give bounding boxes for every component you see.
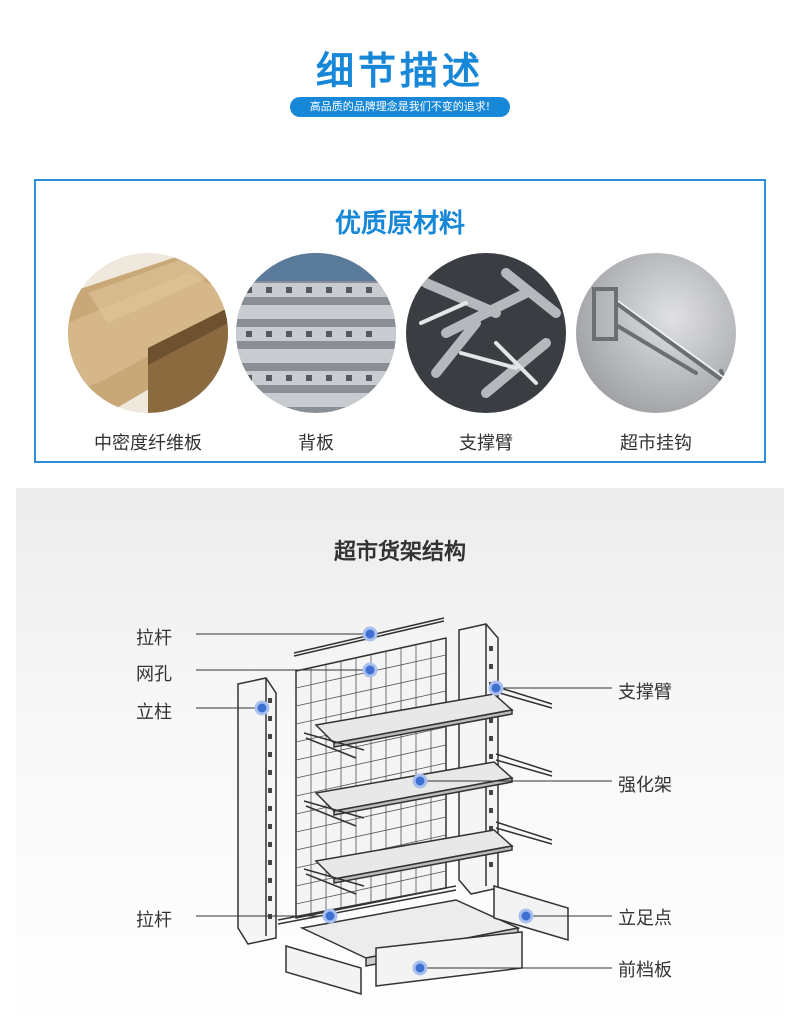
material-item-back-panel: 背板 (236, 253, 396, 455)
marker-front-board (412, 960, 428, 976)
support-arm-icon (406, 253, 566, 413)
tagline-badge: 高品质的品牌理念是我们不变的追求! (290, 97, 510, 117)
material-item-support-arm: 支撑臂 (406, 253, 566, 455)
hook-icon (576, 253, 736, 413)
label-mesh: 网孔 (136, 664, 172, 685)
material-item-mdf: 中密度纤维板 (68, 253, 228, 455)
markers (254, 626, 534, 976)
leader-lines (196, 633, 612, 969)
mdf-board-icon (68, 253, 228, 413)
marker-bottom-rod (322, 908, 338, 924)
structure-title: 超市货架结构 (333, 540, 466, 565)
marker-mesh (362, 662, 378, 678)
label-front-board: 前档板 (618, 960, 672, 981)
structure-section: 超市货架结构 (16, 488, 784, 1028)
bottom-rod (277, 885, 457, 921)
marker-top-rod (362, 626, 378, 642)
material-item-hook: 超市挂钩 (576, 253, 736, 455)
label-foot: 立足点 (618, 908, 672, 929)
material-label: 支撑臂 (459, 433, 513, 454)
label-bottom-rod: 拉杆 (136, 910, 172, 931)
left-foot-plate (285, 944, 362, 996)
marker-support-arm (488, 680, 504, 696)
materials-panel: 优质原材料 中密度纤维板 (34, 179, 766, 463)
label-support-arm: 支撑臂 (618, 682, 672, 703)
marker-reinforced-shelf (412, 773, 428, 789)
shelf-diagram (196, 617, 612, 996)
label-reinforced-shelf: 强化架 (618, 775, 672, 796)
materials-title: 优质原材料 (334, 209, 465, 239)
label-column: 立柱 (136, 702, 172, 723)
header: 细节描述 高品质的品牌理念是我们不变的追求! (0, 0, 800, 150)
material-label: 超市挂钩 (620, 433, 692, 454)
label-top-rod: 拉杆 (136, 628, 172, 649)
material-label: 中密度纤维板 (94, 433, 202, 454)
marker-column (254, 700, 270, 716)
material-label: 背板 (298, 433, 334, 454)
page-title: 细节描述 (315, 49, 484, 93)
back-panel-icon (236, 253, 396, 413)
marker-foot (518, 908, 534, 924)
